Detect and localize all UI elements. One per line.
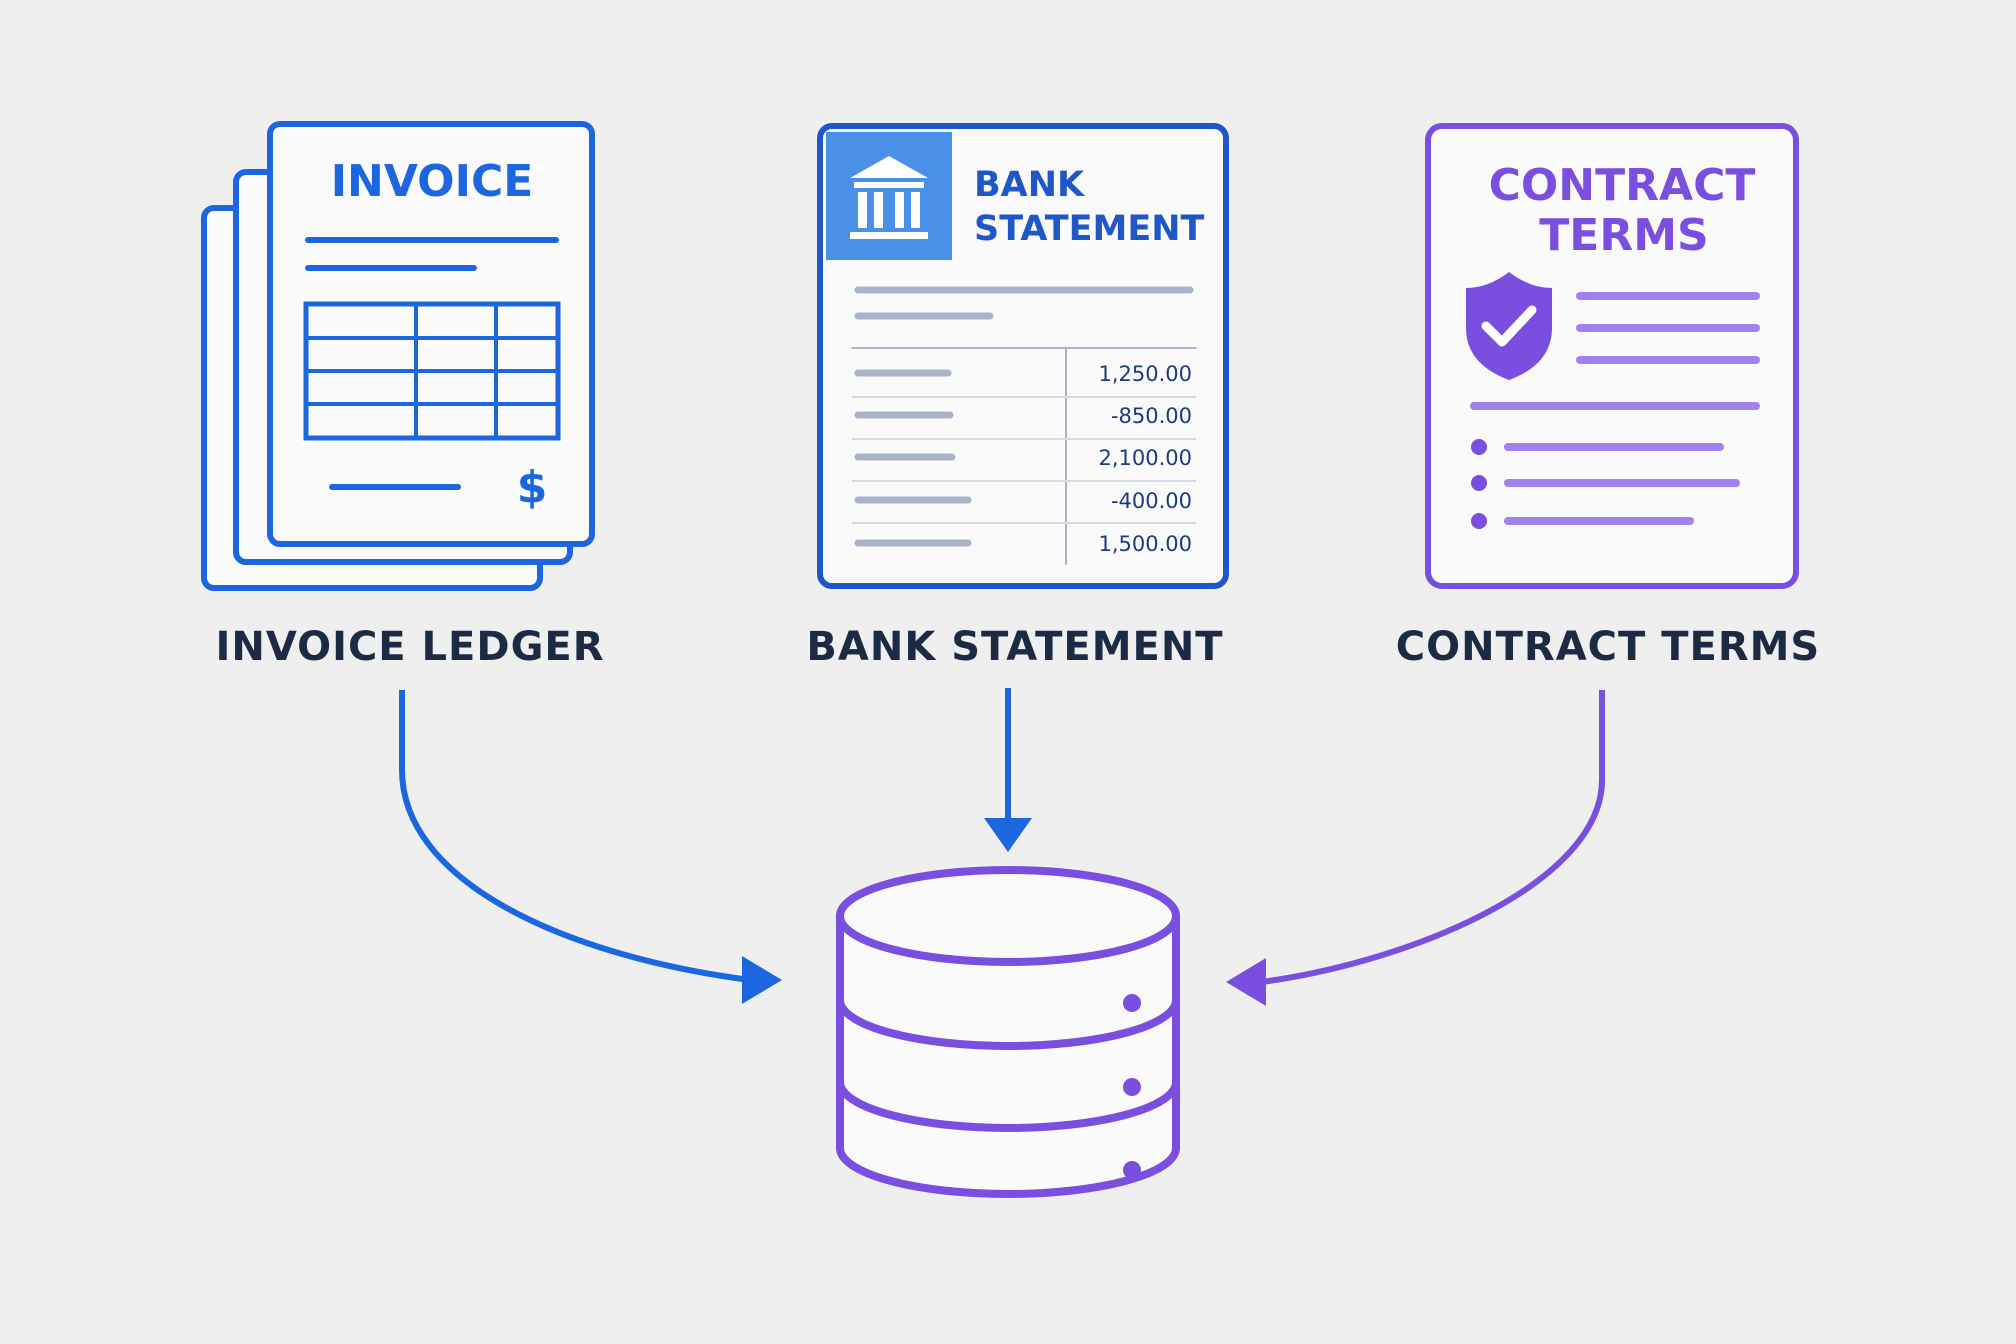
bank-row-5: 1,500.00 bbox=[854, 532, 1192, 556]
bank-building-icon bbox=[850, 156, 928, 239]
bank-header-panel bbox=[826, 132, 952, 260]
bank-row-1: 1,250.00 bbox=[852, 362, 1196, 398]
bank-row-4: -400.00 bbox=[852, 489, 1196, 524]
bank-transaction-rows: 1,250.00 -850.00 2,100.00 -400.00 1,500. bbox=[852, 362, 1196, 556]
arrow-invoice-to-database bbox=[399, 690, 782, 1004]
invoice-stack-icon bbox=[201, 121, 595, 591]
bank-amount-4: -400.00 bbox=[1111, 489, 1192, 513]
contract-bullet-list bbox=[1471, 439, 1740, 529]
bullet-icon bbox=[1471, 439, 1487, 455]
bank-amount-2: -850.00 bbox=[1111, 404, 1192, 428]
database-icon bbox=[836, 866, 1180, 1198]
bank-doc-title-line2: STATEMENT bbox=[974, 209, 1205, 249]
arrow-contract-to-database bbox=[1226, 690, 1605, 1006]
bank-amount-5: 1,500.00 bbox=[1098, 532, 1192, 556]
bank-summary-lines bbox=[851, 286, 1197, 565]
arrow-bank-to-database bbox=[984, 688, 1032, 852]
bank-amount-3: 2,100.00 bbox=[1098, 446, 1192, 470]
invoice-ledger-node: INVOICE $ INVOICE LEDGER bbox=[201, 121, 604, 670]
shield-check-icon bbox=[1466, 272, 1552, 380]
bank-amount-1: 1,250.00 bbox=[1098, 362, 1192, 386]
dollar-sign-icon: $ bbox=[517, 462, 548, 513]
bank-statement-node: BANK STATEMENT 1,250.00 -850.00 2,100.00 bbox=[806, 123, 1229, 670]
bank-statement-caption: BANK STATEMENT bbox=[806, 624, 1223, 670]
flow-arrows bbox=[399, 688, 1605, 1006]
invoice-ledger-caption: INVOICE LEDGER bbox=[215, 624, 604, 670]
contract-terms-node: CONTRACT TERMS CONTRACT TERMS bbox=[1396, 123, 1820, 670]
bank-row-3: 2,100.00 bbox=[852, 446, 1196, 482]
contract-doc-title-line2: TERMS bbox=[1539, 210, 1708, 261]
bank-doc-title-line1: BANK bbox=[974, 165, 1086, 205]
contract-text-lines bbox=[1470, 292, 1760, 410]
bullet-icon bbox=[1471, 475, 1487, 491]
bullet-icon bbox=[1471, 513, 1487, 529]
contract-terms-caption: CONTRACT TERMS bbox=[1396, 624, 1820, 670]
bank-row-2: -850.00 bbox=[852, 404, 1196, 440]
contract-doc-title-line1: CONTRACT bbox=[1489, 160, 1756, 211]
invoice-doc-title: INVOICE bbox=[331, 156, 534, 207]
